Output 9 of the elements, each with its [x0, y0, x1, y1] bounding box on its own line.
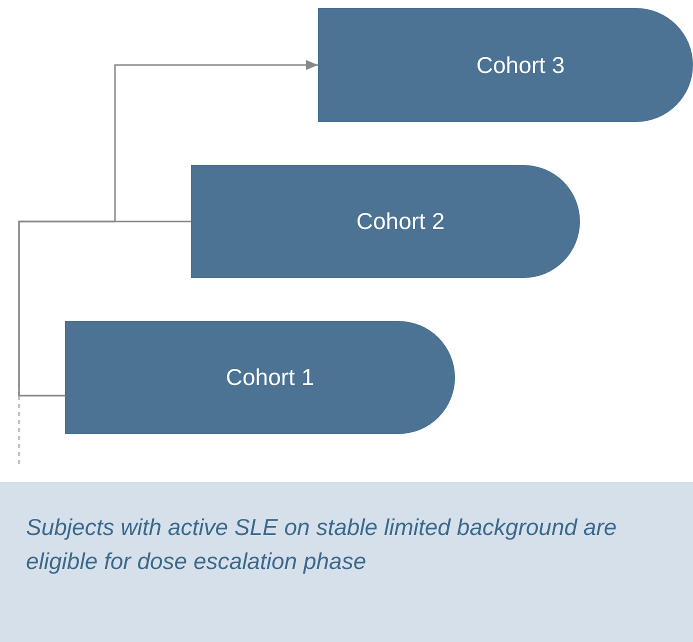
cohort-box — [191, 165, 580, 278]
cohort-label: Cohort 2 — [356, 208, 445, 235]
cohort-label: Cohort 3 — [476, 52, 565, 78]
note-box — [0, 482, 693, 642]
note-text: Subjects with active SLE on stable limited background are eligible for dose escalation phase — [26, 513, 618, 576]
arrow — [18, 60, 318, 396]
cohort-box — [65, 321, 455, 434]
cohort-label: Cohort 1 — [226, 364, 314, 391]
cohort-box — [318, 8, 693, 122]
